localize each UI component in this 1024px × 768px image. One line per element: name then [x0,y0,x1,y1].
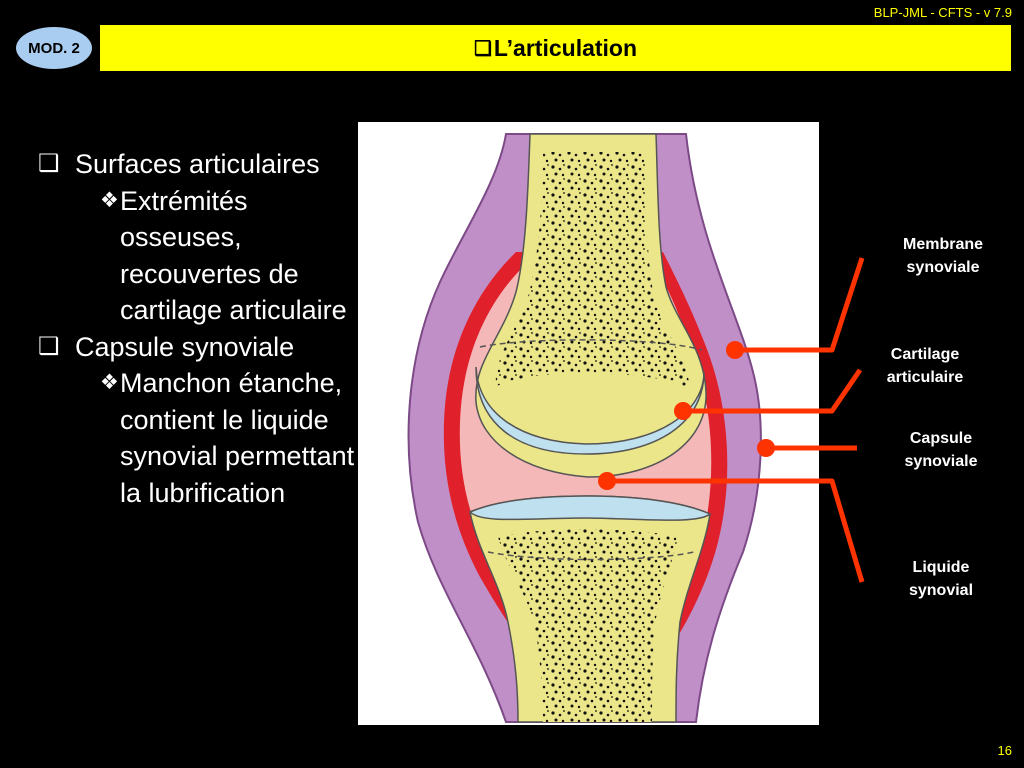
checkbox-bullet-icon: ❑ [38,150,60,177]
version-label: BLP-JML - CFTS - v 7.9 [873,5,1012,20]
bullet-surfaces: ❑ Surfaces articulaires [38,146,358,183]
upper-bone-spongy [495,152,690,390]
diamond-bullet-icon: ❖ [100,371,119,394]
bullet-text: Surfaces articulaires [75,149,320,179]
label-membrane-synoviale: Membrane synoviale [902,236,984,276]
page-title: L’articulation [493,34,638,61]
epiphyseal-line-lower [487,551,695,561]
diamond-bullet-icon: ❖ [100,188,119,212]
sub-bullet-extremites: ❖ Extrémités osseuses, recouvertes de ca… [38,183,358,329]
page-number: 16 [997,743,1012,758]
bullet-capsule: ❑ Capsule synoviale [38,329,358,366]
epiphyseal-line-upper [479,339,703,351]
bullet-text: Capsule synoviale [75,331,295,362]
label-cartilage-articulaire: Cartilage articulaire [886,346,964,386]
bullet-list: ❑ Surfaces articulaires ❖ Extrémités oss… [38,146,358,511]
sub-bullet-text: Extrémités osseuses, recouvertes de cart… [120,185,347,326]
checkbox-bullet-icon: ❑ [473,37,492,60]
module-badge: MOD. 2 [16,27,92,69]
module-badge-label: MOD. 2 [28,39,80,57]
label-capsule-synoviale: Capsule synoviale [904,430,978,470]
label-liquide-synovial: Liquide synovial [908,559,974,599]
sub-bullet-text: Manchon étanche, contient le liquide syn… [120,368,355,508]
joint-illustration [358,122,819,725]
sub-bullet-manchon: ❖ Manchon étanche, contient le liquide s… [38,365,358,511]
title-bar: ❑ L’articulation [100,25,1011,71]
checkbox-bullet-icon: ❑ [38,332,60,360]
